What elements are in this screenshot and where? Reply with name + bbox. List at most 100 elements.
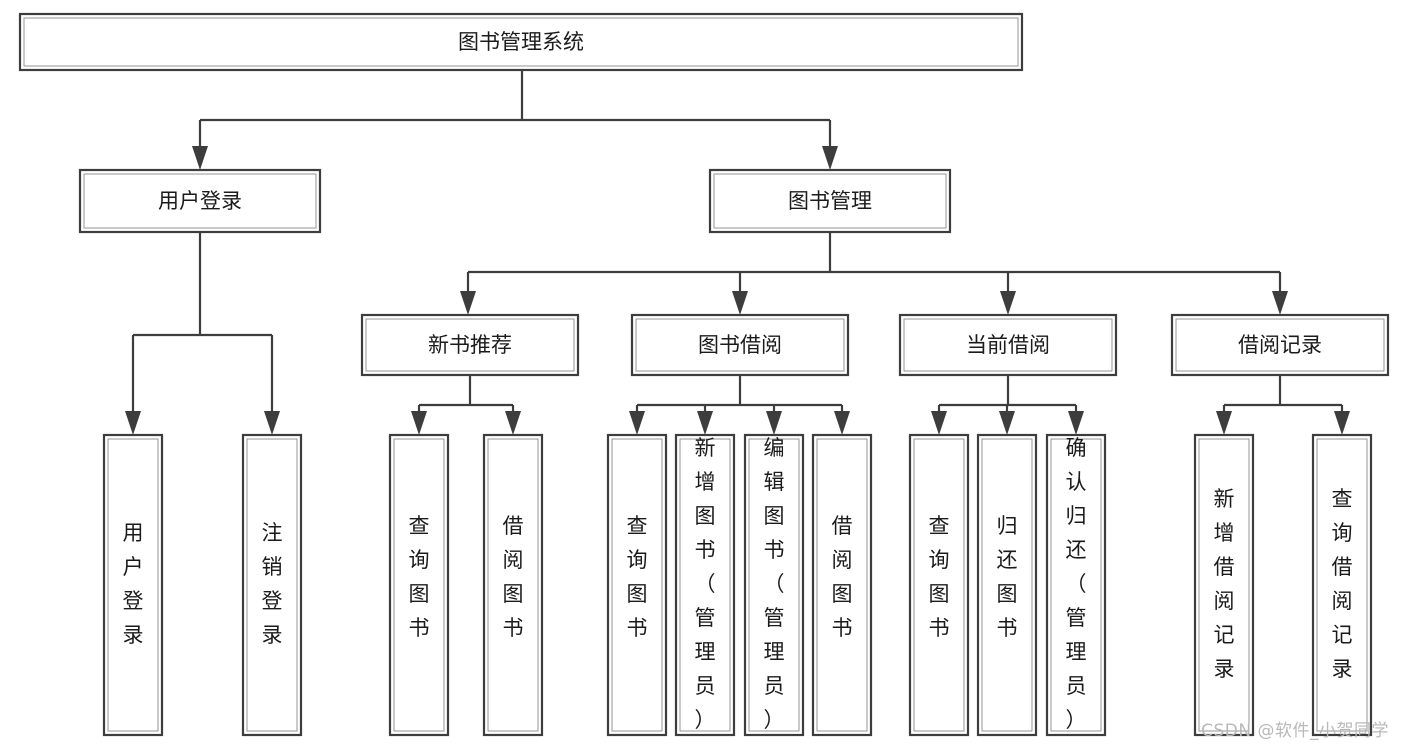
leaf-add-record-label: 新增借阅记录 xyxy=(1214,487,1235,681)
leaf-borrow-book-2-box-inner xyxy=(816,438,868,732)
node-book-manage-box[interactable] xyxy=(708,168,952,234)
node-book-manage[interactable]: 图书管理 xyxy=(708,168,952,234)
node-book-manage-box-inner xyxy=(713,173,947,229)
leaf-add-book-label: 新增图书（管理员） xyxy=(695,436,716,732)
leaf-borrow-book-1-label: 借阅图书 xyxy=(503,514,524,640)
leaf-add-book[interactable]: 新增图书（管理员） xyxy=(674,433,736,737)
leaf-query-book-3-label: 查询图书 xyxy=(929,514,950,640)
leaf-return-book[interactable]: 归还图书 xyxy=(976,433,1038,737)
leaf-user-login-label: 用户登录 xyxy=(123,521,144,647)
node-new-book-recommend-box[interactable] xyxy=(360,313,580,377)
leaf-user-login-box-inner xyxy=(107,438,159,732)
leaf-query-book-3-box-inner xyxy=(913,438,965,732)
leaf-user-logout-label: 注销登录 xyxy=(262,521,283,647)
arrow-book-borrow-leaf-3 xyxy=(766,411,782,435)
leaf-edit-book-box[interactable] xyxy=(743,433,805,737)
node-book-borrow-box-inner xyxy=(635,318,845,372)
node-borrow-record-box[interactable] xyxy=(1170,313,1390,377)
node-current-borrow-label: 当前借阅 xyxy=(966,333,1050,357)
arrow-book-manage-to-borrow-record xyxy=(1272,291,1288,315)
arrow-current-borrow-leaf-3 xyxy=(1068,411,1084,435)
leaf-confirm-return[interactable]: 确认归还（管理员） xyxy=(1045,433,1107,737)
arrow-book-borrow-leaf-1 xyxy=(629,411,645,435)
node-borrow-record-label: 借阅记录 xyxy=(1238,333,1322,357)
node-root-box-inner xyxy=(23,17,1019,67)
arrow-root-to-book-manage xyxy=(822,146,838,170)
node-current-borrow-box[interactable] xyxy=(898,313,1118,377)
arrow-new-book-leaf-2 xyxy=(505,411,521,435)
arrow-user-login-leaf-2 xyxy=(264,411,280,435)
node-current-borrow-box-inner xyxy=(903,318,1113,372)
leaf-user-logout-box-inner xyxy=(246,438,298,732)
leaf-query-record[interactable]: 查询借阅记录 xyxy=(1311,433,1373,737)
leaf-query-book-1-box[interactable] xyxy=(388,433,450,737)
arrow-borrow-record-leaf-2 xyxy=(1334,411,1350,435)
arrow-borrow-record-leaf-1 xyxy=(1216,411,1232,435)
leaf-query-book-1-box-inner xyxy=(393,438,445,732)
leaf-query-book-3[interactable]: 查询图书 xyxy=(908,433,970,737)
node-user-login-label: 用户登录 xyxy=(158,189,242,213)
leaf-query-record-box[interactable] xyxy=(1311,433,1373,737)
leaf-query-record-label: 查询借阅记录 xyxy=(1332,487,1353,681)
leaf-user-login[interactable]: 用户登录 xyxy=(102,433,164,737)
leaf-query-book-2[interactable]: 查询图书 xyxy=(606,433,668,737)
leaf-borrow-book-1-box[interactable] xyxy=(482,433,544,737)
leaf-edit-book-label: 编辑图书（管理员） xyxy=(764,436,785,732)
node-current-borrow[interactable]: 当前借阅 xyxy=(898,313,1118,377)
leaf-confirm-return-box[interactable] xyxy=(1045,433,1107,737)
leaf-borrow-book-1[interactable]: 借阅图书 xyxy=(482,433,544,737)
leaf-query-book-1[interactable]: 查询图书 xyxy=(388,433,450,737)
connector-layer xyxy=(125,70,1350,435)
arrow-book-borrow-leaf-2 xyxy=(697,411,713,435)
leaf-return-book-label: 归还图书 xyxy=(997,514,1018,640)
leaf-add-record-box[interactable] xyxy=(1193,433,1255,737)
arrow-new-book-leaf-1 xyxy=(411,411,427,435)
arrow-current-borrow-leaf-1 xyxy=(931,411,947,435)
arrow-book-manage-to-new-book xyxy=(460,291,476,315)
node-book-borrow-box[interactable] xyxy=(630,313,850,377)
leaf-user-login-box[interactable] xyxy=(102,433,164,737)
leaf-edit-book[interactable]: 编辑图书（管理员） xyxy=(743,433,805,737)
arrow-book-manage-to-current-borrow xyxy=(1000,291,1016,315)
node-book-manage-label: 图书管理 xyxy=(788,189,872,213)
node-book-borrow[interactable]: 图书借阅 xyxy=(630,313,850,377)
node-new-book-recommend[interactable]: 新书推荐 xyxy=(360,313,580,377)
leaf-query-book-1-label: 查询图书 xyxy=(409,514,430,640)
leaf-confirm-return-box-inner xyxy=(1050,438,1102,732)
node-root[interactable]: 图书管理系统 xyxy=(18,12,1024,72)
leaf-borrow-book-2[interactable]: 借阅图书 xyxy=(811,433,873,737)
leaf-add-book-box-inner xyxy=(679,438,731,732)
leaf-query-book-2-box[interactable] xyxy=(606,433,668,737)
node-root-box[interactable] xyxy=(18,12,1024,72)
leaf-query-book-3-box[interactable] xyxy=(908,433,970,737)
leaf-query-book-2-label: 查询图书 xyxy=(627,514,648,640)
arrow-book-manage-to-book-borrow xyxy=(732,291,748,315)
node-book-borrow-label: 图书借阅 xyxy=(698,333,782,357)
node-user-login-box-inner xyxy=(83,173,317,229)
node-user-login[interactable]: 用户登录 xyxy=(78,168,322,234)
node-user-login-box[interactable] xyxy=(78,168,322,234)
leaf-add-book-box[interactable] xyxy=(674,433,736,737)
leaf-return-book-box[interactable] xyxy=(976,433,1038,737)
leaf-nodes-layer: 用户登录 注销登录 查询图书 借阅图书 查询图书 xyxy=(102,433,1373,737)
leaf-borrow-book-1-box-inner xyxy=(487,438,539,732)
leaf-user-logout-box[interactable] xyxy=(241,433,303,737)
node-borrow-record-box-inner xyxy=(1175,318,1385,372)
node-root-label: 图书管理系统 xyxy=(458,30,584,54)
leaf-user-logout[interactable]: 注销登录 xyxy=(241,433,303,737)
leaf-return-book-box-inner xyxy=(981,438,1033,732)
leaf-query-book-2-box-inner xyxy=(611,438,663,732)
leaf-borrow-book-2-box[interactable] xyxy=(811,433,873,737)
leaf-add-record-box-inner xyxy=(1198,438,1250,732)
node-new-book-recommend-box-inner xyxy=(365,318,575,372)
arrow-book-borrow-leaf-4 xyxy=(834,411,850,435)
leaf-borrow-book-2-label: 借阅图书 xyxy=(832,514,853,640)
node-borrow-record[interactable]: 借阅记录 xyxy=(1170,313,1390,377)
leaf-query-record-box-inner xyxy=(1316,438,1368,732)
leaf-confirm-return-label: 确认归还（管理员） xyxy=(1066,436,1087,732)
node-new-book-recommend-label: 新书推荐 xyxy=(428,333,512,357)
leaf-edit-book-box-inner xyxy=(748,438,800,732)
leaf-add-record[interactable]: 新增借阅记录 xyxy=(1193,433,1255,737)
